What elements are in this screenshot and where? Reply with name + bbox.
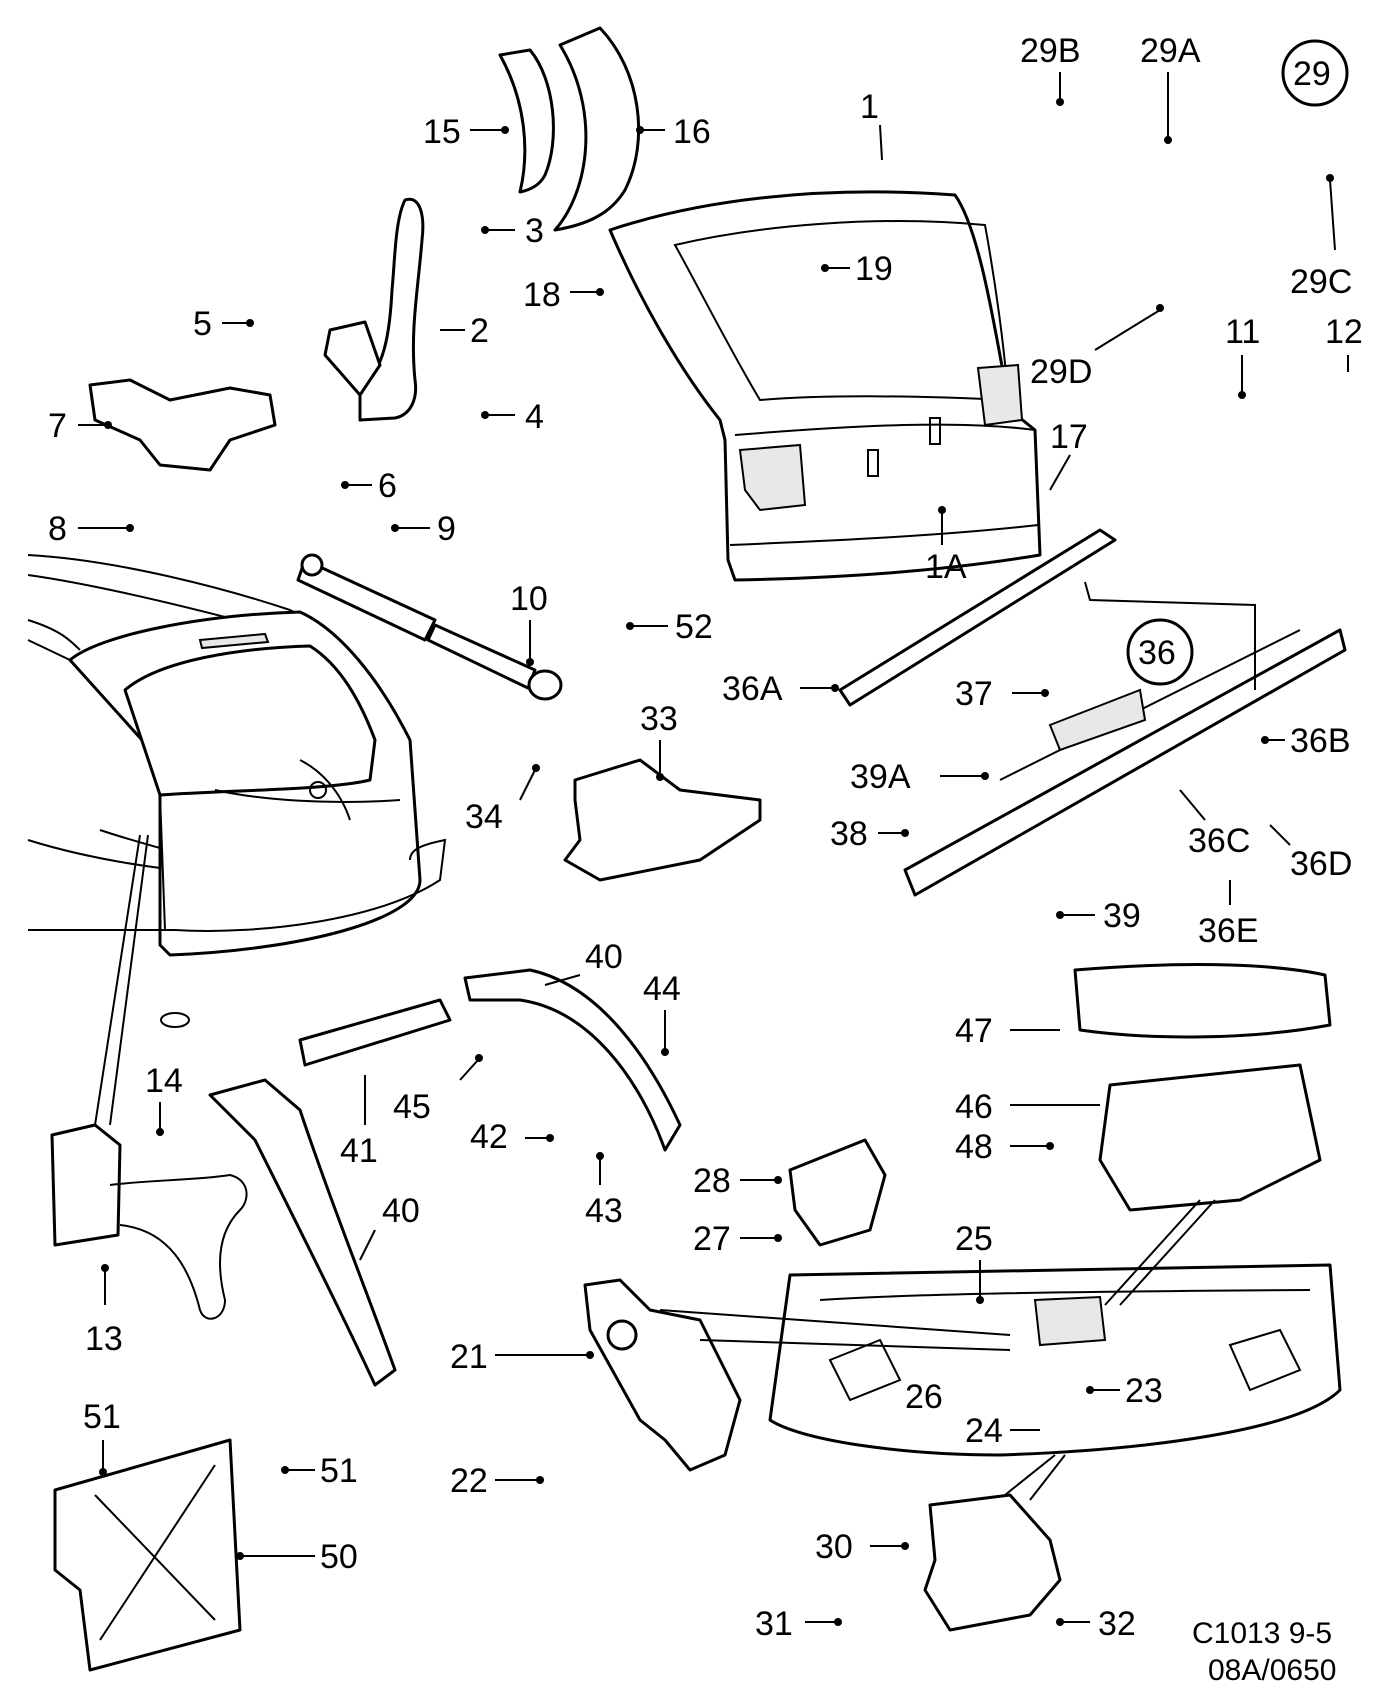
trim-41 [298,998,452,1067]
callout-40-upper: 40 [585,938,623,976]
cover-16 [553,26,641,232]
motor-21 [583,1278,742,1472]
callout-11: 11 [1225,313,1260,351]
car-rear-view [27,554,447,1028]
cover-15 [498,48,555,194]
callout-38: 38 [830,815,868,853]
callout-21: 21 [450,1338,488,1376]
leader-lines [78,72,1349,1626]
callout-1a: 1A [925,548,967,586]
drawing-code: C1013 9-5 [1192,1617,1332,1650]
callout-51-left: 51 [83,1398,121,1436]
tailgate-part [608,190,1042,582]
callout-9: 9 [437,510,456,548]
handle-bar-36a [838,528,1117,707]
lock-30 [923,1493,1062,1632]
callout-44: 44 [643,970,681,1008]
callout-28: 28 [693,1162,731,1200]
callout-2: 2 [470,312,489,350]
drawing-number: 08A/0650 [1208,1654,1336,1687]
lock-parts-27-28 [788,1138,887,1247]
lamp-housing-46 [1098,1063,1322,1212]
callout-1: 1 [860,88,879,126]
callout-25: 25 [955,1220,993,1258]
callout-46: 46 [955,1088,993,1126]
callout-36d: 36D [1290,845,1352,883]
callout-36e: 36E [1198,912,1259,950]
callout-8: 8 [48,510,67,548]
group-36-label: 36 [1138,634,1176,672]
callout-7: 7 [48,407,67,445]
callout-22: 22 [450,1462,488,1500]
trim-40-upper [463,968,682,1152]
callout-32: 32 [1098,1605,1136,1643]
callout-40-lower: 40 [382,1192,420,1230]
callout-29c: 29C [1290,263,1352,301]
callout-48: 48 [955,1128,993,1166]
callout-3: 3 [525,212,544,250]
callout-52: 52 [675,608,713,646]
callout-15: 15 [423,113,461,151]
callout-37: 37 [955,675,993,713]
callout-24: 24 [965,1412,1003,1450]
inner-tailgate-panel [768,1263,1342,1457]
callout-29b: 29B [1020,32,1081,70]
callout-41: 41 [340,1132,378,1170]
gas-strut-10 [296,553,563,701]
callout-23: 23 [1125,1372,1163,1410]
group-29-circle [1281,39,1349,107]
callout-18: 18 [523,276,561,314]
callout-27: 27 [693,1220,731,1258]
callout-31: 31 [755,1605,793,1643]
callout-17: 17 [1050,418,1088,456]
callout-5: 5 [193,305,212,343]
callout-29d: 29D [1030,353,1092,391]
callout-36b: 36B [1290,722,1351,760]
trim-40-lower [208,1078,397,1387]
hinge-plate-13 [50,1123,122,1247]
callout-43: 43 [585,1192,623,1230]
callout-6: 6 [378,467,397,505]
bracket-7 [88,378,277,472]
callout-45: 45 [393,1088,431,1126]
cover-50 [53,1438,242,1672]
callout-30: 30 [815,1528,853,1566]
callout-33: 33 [640,700,678,738]
callout-14: 14 [145,1062,183,1100]
callout-13: 13 [85,1320,123,1358]
callout-39a: 39A [850,758,911,796]
callout-36a: 36A [722,670,783,708]
callout-39: 39 [1103,897,1141,935]
striker-33 [563,758,762,882]
lamp-47 [1073,963,1332,1039]
hinge-2 [358,197,425,422]
callout-16: 16 [673,113,711,151]
callout-12: 12 [1325,313,1363,351]
callout-51-right: 51 [320,1452,358,1490]
group-29-label: 29 [1293,55,1331,93]
callout-29a: 29A [1140,32,1201,70]
callout-26: 26 [905,1378,943,1416]
callout-10: 10 [510,580,548,618]
group-36-circle [1126,618,1194,686]
callout-19: 19 [855,250,893,288]
callout-labels: 1 1A 2 3 4 5 6 7 8 9 10 11 12 13 14 15 1… [48,32,1363,1643]
callout-47: 47 [955,1012,993,1050]
callout-34: 34 [465,798,503,836]
callout-4: 4 [525,398,544,436]
callout-50: 50 [320,1538,358,1576]
callout-42: 42 [470,1118,508,1156]
handle-assembly-36 [903,628,1347,897]
callout-36c: 36C [1188,822,1250,860]
